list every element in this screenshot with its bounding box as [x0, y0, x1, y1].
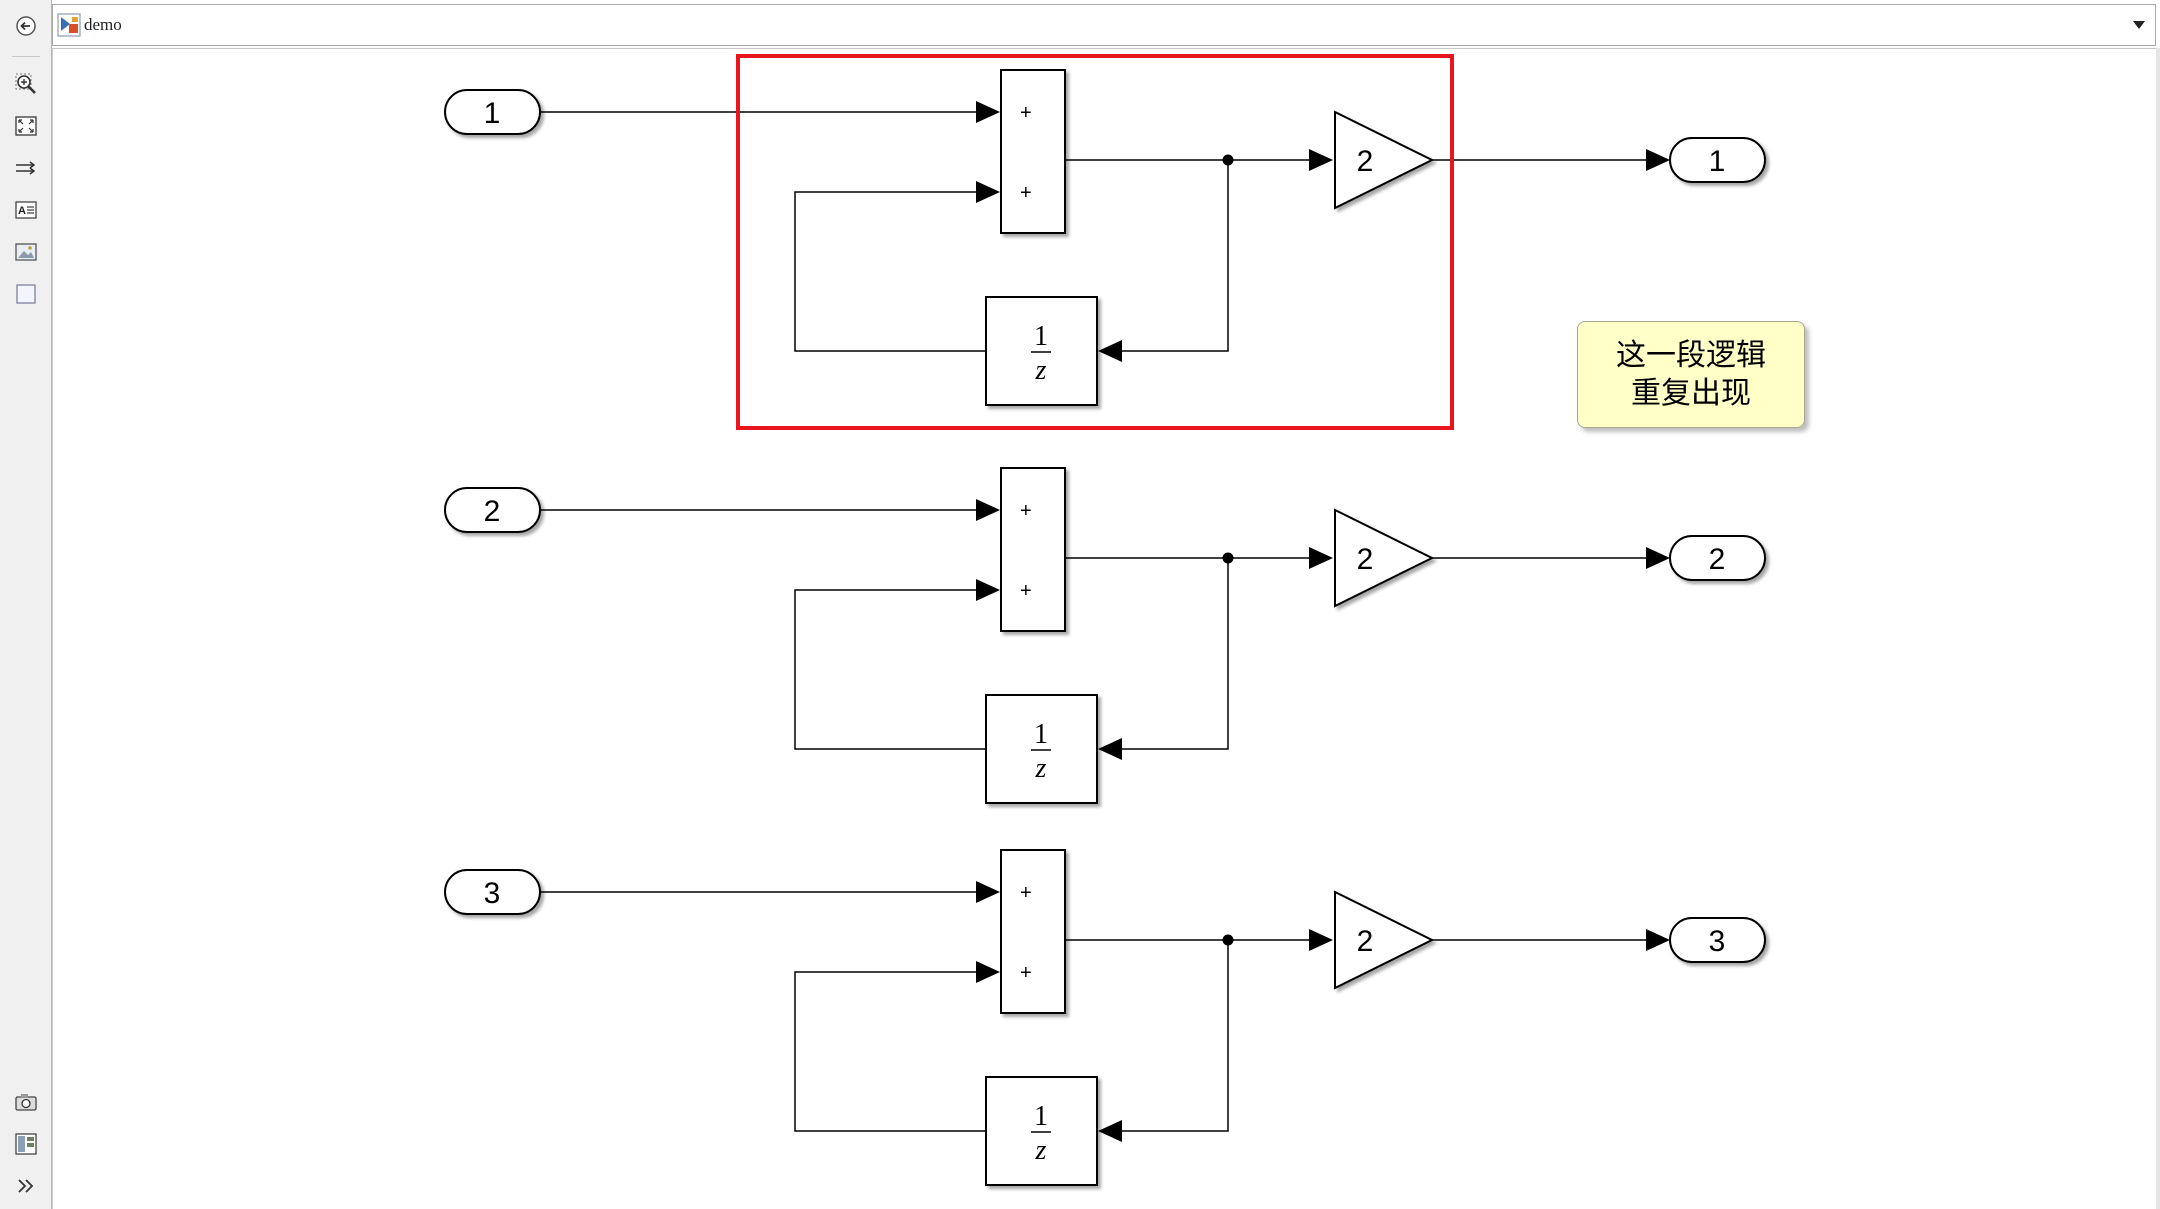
feedback-line [794, 191, 986, 352]
arrowhead [976, 101, 1000, 123]
area-button[interactable] [10, 278, 42, 310]
arrowhead [1309, 929, 1333, 951]
inport-label: 2 [484, 495, 501, 528]
screenshot-button[interactable] [10, 1086, 42, 1118]
fit-to-view-icon [15, 116, 37, 136]
arrowhead [1646, 149, 1670, 171]
arrowhead [976, 181, 1000, 203]
sum-sign: + [1020, 500, 1032, 522]
feedback-line [794, 589, 986, 750]
outport-label: 1 [1709, 145, 1726, 178]
gain-value: 2 [1357, 145, 1374, 178]
signal-routing-icon [16, 161, 36, 175]
feedback-line [794, 971, 986, 1132]
toolbar-separator [12, 56, 40, 57]
delay-numerator: 1 [1034, 719, 1048, 750]
breadcrumb-dropdown-button[interactable] [2129, 15, 2149, 35]
image-button[interactable] [10, 236, 42, 268]
arrowhead [976, 499, 1000, 521]
unit-delay-block[interactable] [985, 694, 1098, 804]
sum-block[interactable] [1000, 69, 1066, 234]
chevron-down-icon [2133, 21, 2145, 29]
gain-value: 2 [1357, 925, 1374, 958]
gain-block[interactable] [1334, 508, 1435, 608]
svg-text:A: A [18, 205, 26, 217]
arrowhead [1098, 1120, 1122, 1142]
arrowhead [1646, 547, 1670, 569]
breadcrumb-bar[interactable]: demo [52, 4, 2156, 46]
back-arrow-icon [16, 16, 36, 36]
outport-block[interactable] [1669, 137, 1766, 183]
outport-label: 3 [1709, 925, 1726, 958]
feedback-line [1121, 940, 1229, 1132]
sum-sign: + [1020, 102, 1032, 124]
fit-to-view-button[interactable] [10, 110, 42, 142]
sum-sign: + [1020, 182, 1032, 204]
arrowhead [1098, 738, 1122, 760]
outport-block[interactable] [1669, 535, 1766, 581]
delay-denominator: z [1035, 1135, 1047, 1166]
expand-toolbar-button[interactable] [10, 1170, 42, 1202]
back-button[interactable] [10, 10, 42, 42]
arrowhead [1309, 547, 1333, 569]
model-name[interactable]: demo [84, 15, 122, 34]
delay-denominator: z [1035, 753, 1047, 784]
sum-sign: + [1020, 962, 1032, 984]
sum-block[interactable] [1000, 849, 1066, 1014]
canvas-right-edge [2156, 48, 2160, 1209]
chain-2: 2 + +2 2 1z [444, 467, 1766, 804]
arrowhead [976, 579, 1000, 601]
gain-value: 2 [1357, 543, 1374, 576]
unit-delay-block[interactable] [985, 296, 1098, 406]
feedback-line [1121, 558, 1229, 750]
model-browser-icon [15, 1133, 37, 1155]
simulink-model-icon [57, 13, 81, 37]
arrowhead [1098, 340, 1122, 362]
screenshot-camera-icon [15, 1094, 37, 1111]
model-canvas[interactable] [52, 48, 2156, 1209]
sum-block[interactable] [1000, 467, 1066, 632]
annotation-text-icon: A [15, 201, 37, 219]
arrowhead [1646, 929, 1670, 951]
model-browser-button[interactable] [10, 1128, 42, 1160]
zoom-button[interactable] [10, 68, 42, 100]
arrowhead [1309, 149, 1333, 171]
delay-numerator: 1 [1034, 321, 1048, 352]
expand-chevrons-icon [18, 1179, 34, 1193]
sum-sign: + [1020, 882, 1032, 904]
sum-sign: + [1020, 580, 1032, 602]
delay-denominator: z [1035, 355, 1047, 386]
inport-label: 1 [484, 97, 501, 130]
image-icon [15, 243, 37, 261]
arrowhead [976, 961, 1000, 983]
zoom-in-icon [15, 73, 36, 94]
left-toolbar: A [0, 0, 52, 1209]
inport-label: 3 [484, 877, 501, 910]
signal-routing-button[interactable] [10, 152, 42, 184]
gain-block[interactable] [1334, 110, 1435, 210]
arrowhead [976, 881, 1000, 903]
annotation-line-1: 这一段逻辑 [1616, 337, 1766, 373]
annotation-note[interactable]: 这一段逻辑 重复出现 [1577, 321, 1805, 428]
area-box-icon [16, 284, 36, 304]
gain-block[interactable] [1334, 890, 1435, 990]
outport-label: 2 [1709, 543, 1726, 576]
feedback-line [1121, 160, 1229, 352]
outport-block[interactable] [1669, 917, 1766, 963]
chain-3: 3 + +2 3 1z [444, 849, 1766, 1186]
highlight-box[interactable] [736, 54, 1454, 430]
delay-numerator: 1 [1034, 1101, 1048, 1132]
annotation-button[interactable]: A [10, 194, 42, 226]
unit-delay-block[interactable] [985, 1076, 1098, 1186]
annotation-line-2: 重复出现 [1631, 375, 1751, 411]
